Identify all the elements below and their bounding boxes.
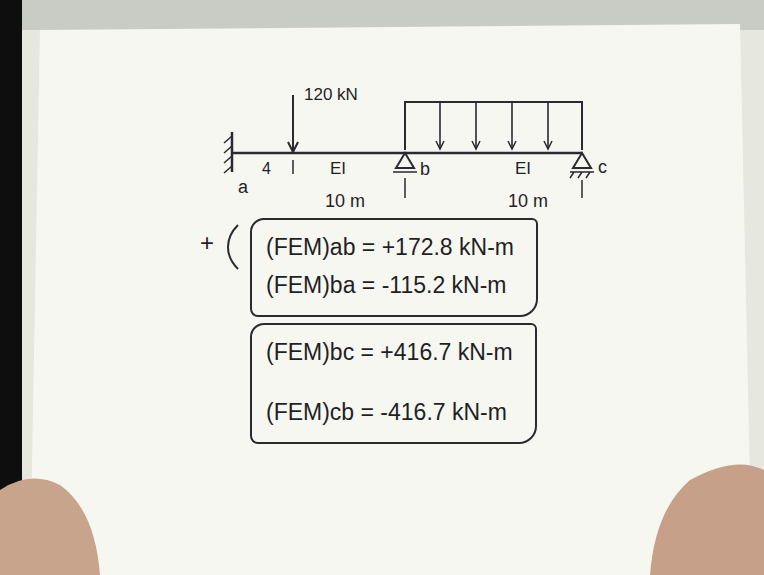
arrow-head: [288, 142, 298, 152]
fem-equation: (FEM)ab = +172.8 kN-m: [266, 230, 522, 268]
annotation-label: EI: [330, 160, 346, 179]
pin-support: [396, 153, 414, 168]
fem-equation: (FEM)cb = -416.7 kN-m: [266, 373, 521, 433]
annotation-label: c: [598, 158, 607, 178]
bracket: [228, 225, 238, 269]
fem-box: (FEM)ab = +172.8 kN-m(FEM)ba = -115.2 kN…: [250, 218, 538, 317]
udl-heads: [436, 141, 552, 149]
hand: [650, 464, 764, 575]
annotation-label: 4: [262, 160, 271, 178]
fem-equation: (FEM)bc = +416.7 kN-m: [266, 335, 521, 373]
fem-box: (FEM)bc = +416.7 kN-m(FEM)cb = -416.7 kN…: [250, 323, 537, 444]
dimension-tick: [404, 178, 406, 198]
support-base: [393, 171, 417, 173]
hand: [0, 479, 100, 575]
paper: [30, 24, 752, 575]
dimension-tick: [581, 180, 583, 198]
beam-line: [232, 152, 582, 155]
dimension-tick: [292, 160, 294, 174]
annotation-label: 10 m: [325, 192, 365, 212]
support-hatch: [224, 136, 232, 173]
udl-outline: [405, 102, 582, 150]
fem-equation: (FEM)ba = -115.2 kN-m: [266, 268, 522, 306]
annotation-label: EI: [515, 160, 531, 179]
annotation-label: 120 kN: [304, 86, 358, 105]
annotation-label: a: [238, 178, 248, 198]
support-base: [570, 172, 594, 178]
point-load-arrow: [292, 95, 294, 150]
udl-arrows: [440, 102, 548, 148]
pin-support: [573, 153, 591, 168]
annotation-label: +: [200, 230, 214, 256]
annotation-label: 10 m: [508, 192, 548, 212]
annotation-label: b: [420, 160, 430, 180]
